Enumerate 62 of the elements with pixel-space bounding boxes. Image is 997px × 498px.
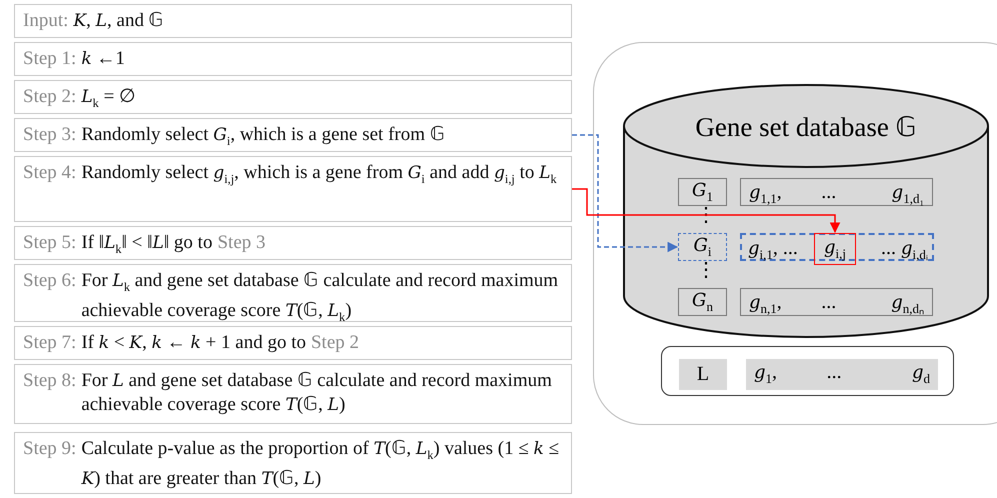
step-label: Step 5: bbox=[23, 231, 76, 255]
gene-label: ... g$_{i,dᵢ}$ bbox=[880, 237, 928, 263]
rounded-panel bbox=[593, 42, 997, 425]
step-text: For L and gene set database 𝔾 calculate and record maximum achievable coverage score T(𝔾, L) bbox=[81, 370, 552, 415]
step-box bbox=[14, 118, 572, 152]
step-text: If k < K, k ← k + 1 and go to bbox=[81, 332, 306, 353]
step-box bbox=[14, 4, 572, 38]
step-box bbox=[14, 156, 572, 222]
step-text: L$_{k}$ = ∅ bbox=[81, 86, 136, 107]
gene-set-box bbox=[678, 178, 727, 206]
step-box bbox=[14, 326, 572, 360]
gene-label: g$_{1}$, bbox=[754, 361, 778, 387]
list-name: L bbox=[696, 363, 710, 386]
gene-row-box bbox=[740, 178, 933, 206]
gene-set-name: G$_{1}$ bbox=[692, 179, 713, 205]
step-text: Calculate p-value as the proportion of T(𝔾, L$_{k}$) values (1 ≤ k ≤ K) that are greater than T(𝔾, L) bbox=[81, 438, 560, 489]
step-label: Step 2: bbox=[23, 85, 76, 109]
gene-label: g$_{n,1}$, bbox=[749, 291, 782, 317]
gene-label: g$_{1,1}$, bbox=[749, 181, 782, 207]
ellipsis: ... bbox=[826, 361, 842, 384]
arrow bbox=[572, 188, 840, 234]
selected-gene-box bbox=[814, 233, 856, 265]
step-text: K, L, and 𝔾 bbox=[73, 10, 164, 31]
gene-set-name: G$_{i}$ bbox=[693, 234, 712, 260]
step-box bbox=[14, 264, 572, 322]
gene-set-name: G$_{n}$ bbox=[692, 289, 713, 315]
ellipsis: ... bbox=[821, 181, 836, 204]
step-label: Step 8: bbox=[23, 369, 76, 393]
step-text: If ‖L$_{k}$‖ < ‖L‖ go to bbox=[81, 232, 212, 253]
step-label: Input: bbox=[23, 9, 68, 33]
database-title: Gene set database 𝔾 bbox=[694, 112, 918, 142]
gene-row-box bbox=[740, 288, 933, 316]
step-text: Randomly select G$_{i}$, which is a gene set from 𝔾 bbox=[81, 124, 445, 145]
step-reference: Step 2 bbox=[310, 332, 360, 353]
step-label: Step 7: bbox=[23, 331, 76, 355]
step-box bbox=[14, 226, 572, 260]
step-label: Step 3: bbox=[23, 123, 76, 147]
gene-list-row bbox=[746, 359, 938, 390]
ellipsis: ... bbox=[821, 291, 836, 314]
step-box bbox=[14, 432, 572, 494]
step-label: Step 4: bbox=[23, 161, 76, 185]
gene-label: g$_{i,1}$, ... bbox=[748, 237, 798, 263]
step-box bbox=[14, 80, 572, 114]
vertical-ellipsis: ⋮ bbox=[696, 258, 716, 282]
step-reference: Step 3 bbox=[217, 232, 266, 253]
step-box bbox=[14, 364, 572, 424]
step-label: Step 1: bbox=[23, 47, 76, 71]
gene-label: g$_{d}$ bbox=[912, 361, 930, 387]
arrow bbox=[572, 134, 678, 252]
step-text: For L$_{k}$ and gene set database 𝔾 calculate and record maximum achievable coverage score T(𝔾, L$_{k}$) bbox=[81, 270, 558, 321]
gene-set-box bbox=[678, 288, 727, 316]
step-box bbox=[14, 42, 572, 76]
step-text: k ←1 bbox=[81, 48, 125, 69]
gene-set-box bbox=[678, 233, 727, 261]
step-label: Step 9: bbox=[23, 437, 76, 461]
gene-label: g$_{i,j}$ bbox=[824, 236, 846, 262]
gene-list-panel bbox=[661, 346, 954, 396]
list-name-box bbox=[679, 359, 727, 390]
database-cylinder bbox=[623, 84, 989, 338]
gene-label: g$_{1,d₁}$ bbox=[892, 181, 924, 207]
gene-label: g$_{n,dₙ}$ bbox=[891, 291, 924, 317]
step-label: Step 6: bbox=[23, 269, 76, 293]
